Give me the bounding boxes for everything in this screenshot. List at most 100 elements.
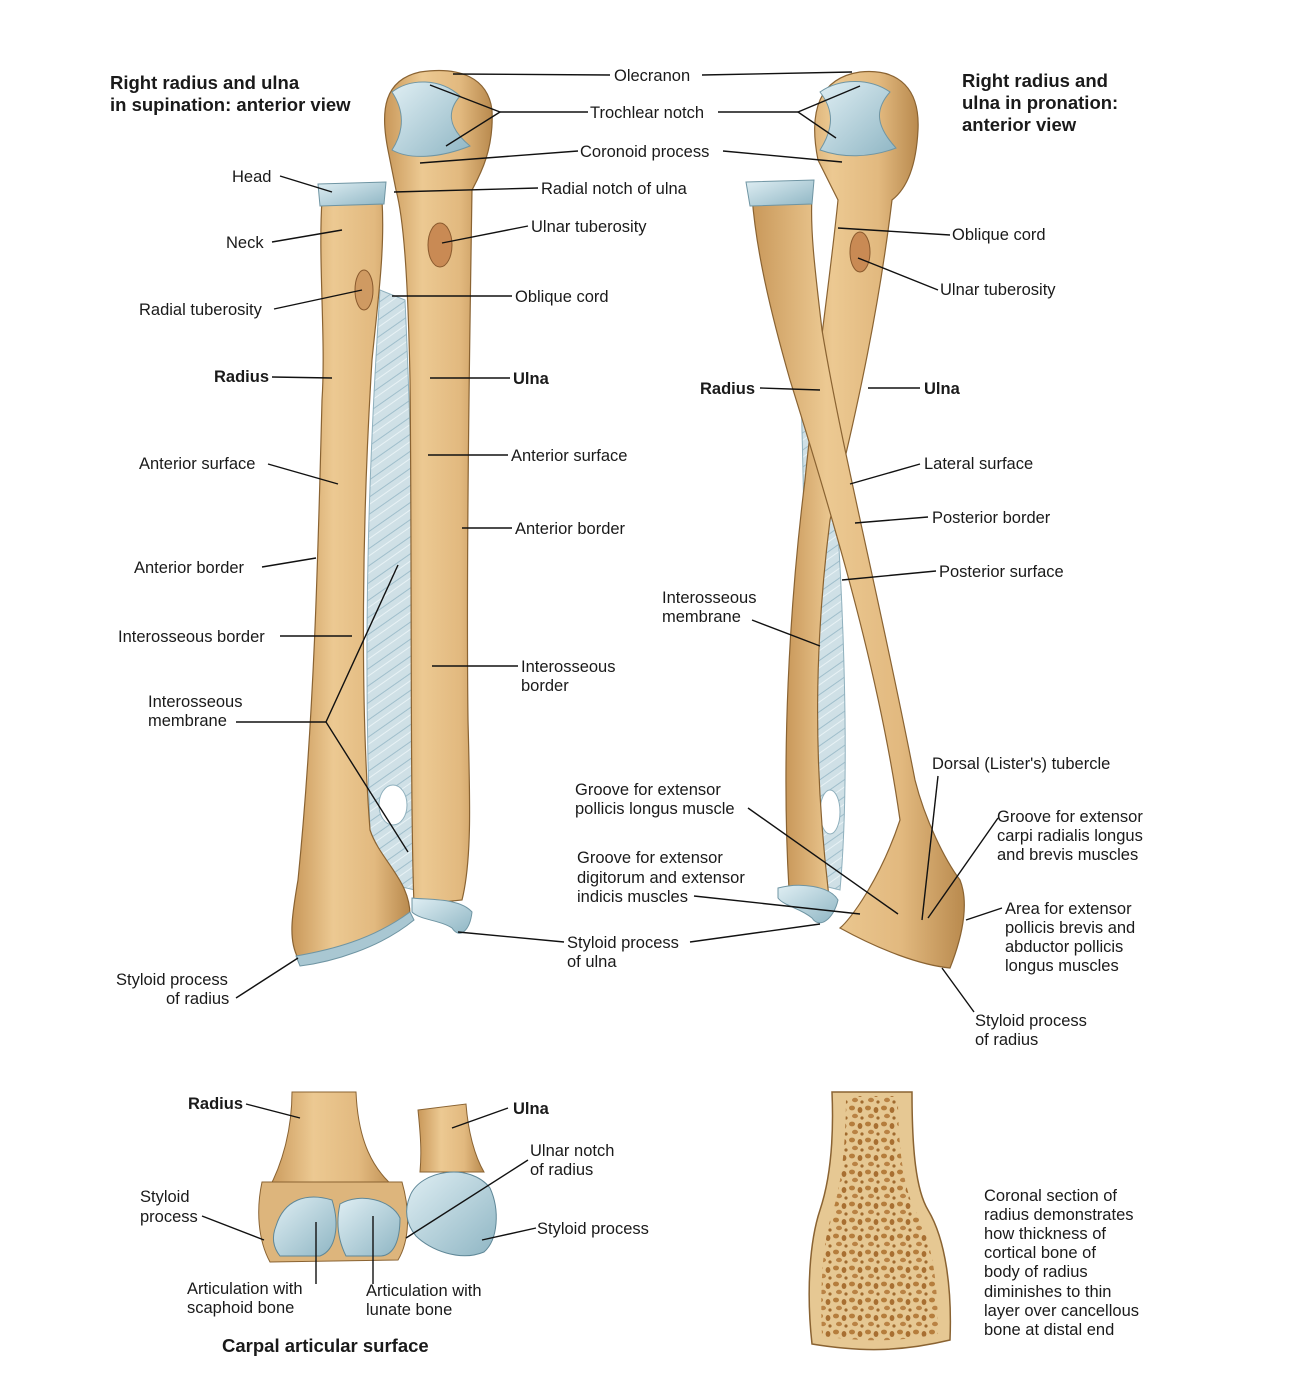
radius-head-right <box>745 179 815 207</box>
cancellous-bone <box>821 1096 938 1341</box>
leader-lines <box>201 71 1003 1284</box>
title-pronation-line3: anterior view <box>962 114 1077 135</box>
label-groove-ecr-1: Groove for extensor <box>997 808 1143 826</box>
label-artic-lunate-2: lunate bone <box>366 1301 452 1319</box>
label-artic-scaphoid-1: Articulation with <box>187 1280 303 1298</box>
label-anterior-border-radius: Anterior border <box>134 559 245 577</box>
label-interosseous-membrane-right-1: Interosseous <box>662 589 756 607</box>
label-styloid-radius-right-1: Styloid process <box>975 1012 1087 1030</box>
label-styloid-radius-right-2: of radius <box>975 1031 1038 1049</box>
pronation-figure <box>745 70 965 969</box>
label-area-epb-3: abductor pollicis <box>1005 938 1123 956</box>
label-area-epb-2: pollicis brevis and <box>1005 919 1135 937</box>
coronal-section-figure <box>808 1091 952 1351</box>
label-neck: Neck <box>226 234 264 252</box>
label-anterior-surface-radius: Anterior surface <box>139 455 255 473</box>
trochlear-notch-right <box>819 81 897 157</box>
ulna-bone-right <box>785 70 919 906</box>
label-groove-ed-2: digitorum and extensor <box>577 869 745 887</box>
coronal-caption-2: radius demonstrates <box>984 1206 1134 1224</box>
label-ulnar-tuberosity-right: Ulnar tuberosity <box>940 281 1056 299</box>
label-styloid-carpal-2: process <box>140 1208 198 1226</box>
ulna-distal-head <box>406 1171 497 1257</box>
ulna-distal-cartilage-right <box>777 884 839 924</box>
label-styloid-ulna-2: of ulna <box>567 953 617 971</box>
label-area-epb-1: Area for extensor <box>1005 900 1132 918</box>
label-anterior-surface-ulna: Anterior surface <box>511 447 627 465</box>
label-ulnar-notch-1: Ulnar notch <box>530 1142 614 1160</box>
title-pronation-line2: ulna in pronation: <box>962 92 1118 113</box>
label-ulnar-notch-2: of radius <box>530 1161 593 1179</box>
membrane-opening-right <box>819 789 841 835</box>
label-oblique-cord-right: Oblique cord <box>952 226 1046 244</box>
label-anterior-border-ulna: Anterior border <box>515 520 626 538</box>
label-groove-ed-3: indicis muscles <box>577 888 688 906</box>
label-area-epb-4: longus muscles <box>1005 957 1119 975</box>
label-interosseous-membrane-left-2: membrane <box>148 712 227 730</box>
radius-distal-cartilage <box>295 911 415 967</box>
ulna-distal-cartilage <box>411 897 473 934</box>
label-styloid-process-ulna-carpal: Styloid process <box>537 1220 649 1238</box>
label-styloid-radius-left-1: Styloid process <box>116 971 228 989</box>
label-trochlear-notch: Trochlear notch <box>590 104 704 122</box>
radius-distal-shaft <box>267 1091 400 1191</box>
scaphoid-facet <box>272 1196 337 1257</box>
label-artic-lunate-1: Articulation with <box>366 1282 482 1300</box>
coronal-caption-7: layer over cancellous <box>984 1302 1139 1320</box>
label-interosseous-border-ulna-1: Interosseous <box>521 658 615 676</box>
title-supination-line2: in supination: anterior view <box>110 94 351 115</box>
coronal-caption-4: cortical bone of <box>984 1244 1096 1262</box>
label-groove-ecr-2: carpi radialis longus <box>997 827 1143 845</box>
label-groove-ecr-3: and brevis muscles <box>997 846 1138 864</box>
label-interosseous-membrane-left-1: Interosseous <box>148 693 242 711</box>
label-posterior-surface: Posterior surface <box>939 563 1064 581</box>
label-radius-carpal: Radius <box>188 1095 243 1113</box>
label-radial-notch-ulna: Radial notch of ulna <box>541 180 688 198</box>
radial-tuberosity-mark <box>354 269 374 311</box>
label-ulna-left: Ulna <box>513 370 550 388</box>
label-interosseous-border-radius: Interosseous border <box>118 628 265 646</box>
label-posterior-border: Posterior border <box>932 509 1051 527</box>
label-styloid-radius-left-2: of radius <box>166 990 229 1008</box>
membrane-opening <box>378 784 408 826</box>
label-groove-ed-1: Groove for extensor <box>577 849 723 867</box>
lunate-facet <box>337 1197 401 1257</box>
ulna-distal-shaft <box>417 1103 485 1173</box>
coronal-caption-3: how thickness of <box>984 1225 1106 1243</box>
radius-head-left <box>317 181 387 207</box>
label-ulna-carpal: Ulna <box>513 1100 550 1118</box>
title-supination-line1: Right radius and ulna <box>110 72 300 93</box>
label-styloid-carpal-1: Styloid <box>140 1188 190 1206</box>
label-radius-left: Radius <box>214 368 269 386</box>
label-radius-right: Radius <box>700 380 755 398</box>
label-artic-scaphoid-2: scaphoid bone <box>187 1299 294 1317</box>
label-styloid-ulna-1: Styloid process <box>567 934 679 952</box>
label-groove-epl-1: Groove for extensor <box>575 781 721 799</box>
title-carpal: Carpal articular surface <box>222 1335 429 1356</box>
label-coronoid-process: Coronoid process <box>580 143 709 161</box>
label-interosseous-border-ulna-2: border <box>521 677 569 695</box>
label-interosseous-membrane-right-2: membrane <box>662 608 741 626</box>
label-groove-epl-2: pollicis longus muscle <box>575 800 735 818</box>
supination-figure <box>291 69 493 967</box>
coronal-caption-5: body of radius <box>984 1263 1088 1281</box>
trochlear-notch-left <box>391 81 471 157</box>
title-pronation-line1: Right radius and <box>962 70 1108 91</box>
ulna-bone-left <box>383 69 493 906</box>
label-olecranon: Olecranon <box>614 67 690 85</box>
ulnar-tuberosity-mark <box>427 222 453 268</box>
coronal-caption-8: bone at distal end <box>984 1321 1114 1339</box>
ulnar-tuberosity-mark-right <box>849 231 871 273</box>
coronal-caption-6: diminishes to thin <box>984 1283 1111 1301</box>
carpal-surface-figure <box>258 1091 497 1263</box>
label-ulna-right: Ulna <box>924 380 961 398</box>
label-radial-tuberosity: Radial tuberosity <box>139 301 263 319</box>
label-head: Head <box>232 168 271 186</box>
label-dorsal-tubercle: Dorsal (Lister's) tubercle <box>932 755 1110 773</box>
label-ulnar-tuberosity-left: Ulnar tuberosity <box>531 218 647 236</box>
label-lateral-surface: Lateral surface <box>924 455 1033 473</box>
coronal-caption-1: Coronal section of <box>984 1187 1117 1205</box>
label-oblique-cord-left: Oblique cord <box>515 288 609 306</box>
